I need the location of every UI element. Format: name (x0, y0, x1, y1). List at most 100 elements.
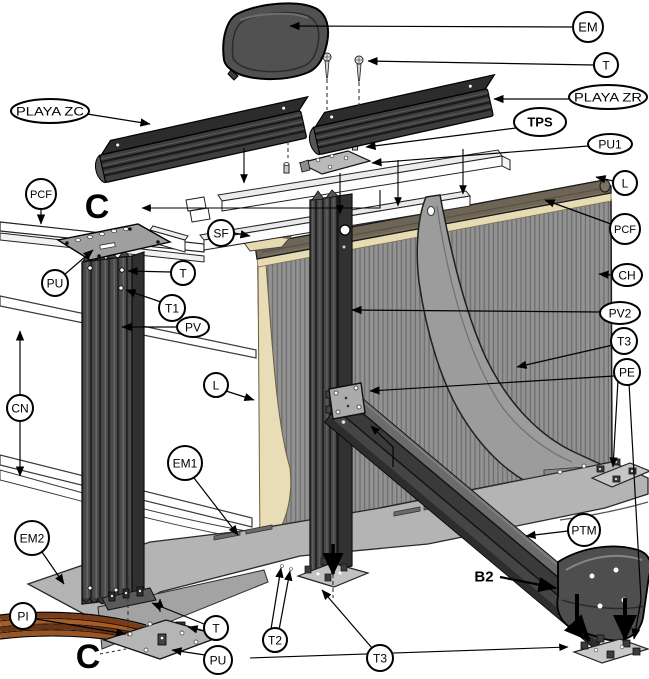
callout-label: EM2 (20, 531, 45, 545)
coping-playa-zc (94, 95, 310, 184)
callout-label: L (213, 378, 220, 392)
leader-line (225, 390, 255, 402)
callout-label: PV (185, 320, 201, 334)
leader-line (86, 113, 151, 127)
leader-line (41, 551, 65, 585)
callout-pv: PV (121, 316, 210, 338)
leader-line (289, 21, 573, 31)
callout-t3: T3 (321, 589, 394, 672)
callout-t3: T3 (516, 327, 638, 369)
callout-label: PLAYA ZR (574, 90, 642, 104)
callout-em1: EM1 (167, 445, 239, 536)
callout-em: EM (289, 11, 604, 43)
top-union-plate (298, 150, 372, 175)
callout-label: PU1 (598, 137, 622, 151)
callout-label: PU (210, 653, 227, 667)
callout-pu: PU (171, 645, 233, 675)
callout-label: PCF (30, 189, 52, 201)
callout-t2: T2 (262, 567, 293, 653)
leader-line (63, 249, 94, 276)
letter-label: C (85, 188, 110, 226)
callout-pcf: PCF (25, 178, 57, 225)
callout-cn: CN (6, 330, 34, 477)
callout-label: SF (213, 226, 228, 240)
leader-line (321, 589, 373, 649)
callout-pu: PU (41, 249, 94, 297)
letter-c: C (85, 188, 110, 226)
callout-label: T (212, 621, 220, 635)
callout-ptm: PTM (525, 513, 601, 547)
leader-line (598, 270, 613, 279)
callout-label: T1 (165, 301, 179, 315)
leader-line (193, 477, 239, 536)
leader-line (151, 602, 205, 625)
strut-foot-b2 (556, 545, 649, 642)
leader-line (516, 344, 614, 369)
callout-label: CN (11, 401, 28, 415)
top-cap (222, 2, 330, 81)
leader-line (365, 127, 517, 150)
callout-label: L (622, 176, 629, 190)
callout-t: T (367, 52, 619, 78)
letter-c: C (76, 638, 101, 676)
callout-l: L (203, 372, 255, 402)
leader-line (233, 230, 251, 239)
leader-line (351, 305, 601, 315)
leader-line (595, 175, 614, 184)
bracket-bottom-center (280, 557, 370, 588)
callout-t1: T1 (125, 289, 186, 322)
callout-label: PE (619, 365, 635, 379)
callout-l: L (595, 170, 638, 196)
leader-line (544, 199, 612, 225)
bold-arrows (322, 544, 642, 642)
leader-line (125, 289, 162, 303)
leader-line (525, 530, 569, 540)
leader-line (270, 567, 284, 630)
left-post (81, 249, 145, 605)
callout-label: EM (578, 20, 598, 35)
leader-line (367, 56, 595, 66)
callout-label: EM1 (173, 456, 198, 470)
top-rail-beams (185, 149, 511, 251)
callout-label: PU (47, 276, 64, 290)
bracket-bottom-right (572, 634, 649, 664)
callout-label: T3 (373, 651, 387, 665)
callout-sf: SF (207, 219, 251, 247)
callout-em2: EM2 (14, 520, 65, 585)
leader-line (127, 267, 172, 276)
callout-label: TPS (527, 115, 553, 130)
callout-label: PTM (571, 523, 596, 537)
letter-label: C (76, 638, 101, 676)
callout-label: T (179, 266, 187, 280)
callout-label: PV2 (609, 306, 632, 320)
central-fixing-plate (325, 382, 366, 420)
callout-label: CH (618, 268, 635, 282)
dashed-guides (99, 79, 360, 655)
leader-line (371, 145, 589, 167)
callout-pu1: PU1 (371, 133, 633, 167)
callout-label: PLAYA ZC (16, 104, 84, 118)
callout-label: T2 (268, 633, 282, 647)
callout-label: T3 (617, 334, 631, 348)
leader-line (628, 382, 642, 601)
leader-line (609, 379, 619, 468)
callout-ch: CH (598, 263, 643, 287)
callout-pv2: PV2 (351, 301, 641, 325)
letter-b2: B2 (474, 568, 558, 593)
callout-label: T (602, 58, 610, 72)
callout-t: T (151, 602, 229, 641)
central-post (309, 189, 353, 575)
leader-line (278, 570, 293, 631)
callout-pe: PE (369, 358, 642, 601)
callout-pcf: PCF (544, 199, 641, 245)
callout-playa-zr: PLAYA ZR (493, 84, 648, 110)
leader-line (499, 575, 558, 593)
callout-label: PI (17, 609, 28, 623)
letter-label: B2 (474, 568, 493, 585)
callout-label: PCF (614, 224, 636, 236)
leader-line (171, 647, 206, 656)
callout-playa-zc: PLAYA ZC (10, 98, 151, 127)
